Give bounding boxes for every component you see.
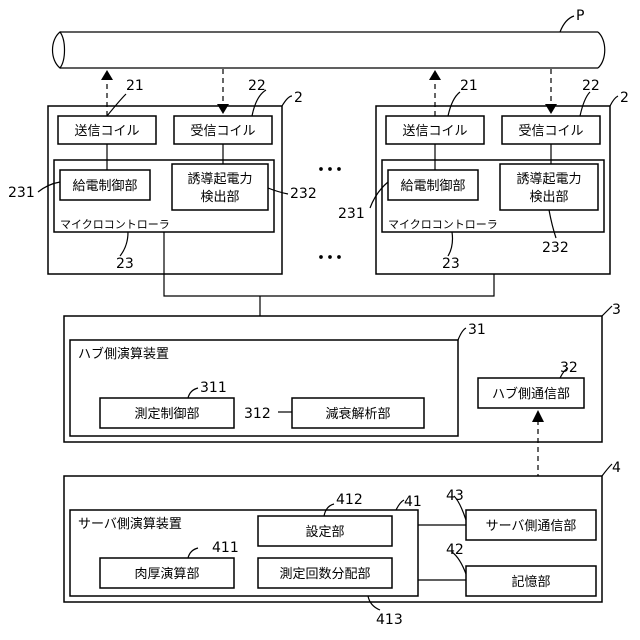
hub-compute-label: ハブ側演算装置 [78, 346, 169, 362]
server-storage-ref: 42 [446, 542, 464, 558]
server-thickness-ref: 411 [212, 540, 239, 556]
sensor-left-ref: 2 [294, 90, 303, 106]
sensor-right-mcu-ref: 23 [442, 256, 460, 272]
sensor-right-tx-coil-ref: 21 [460, 78, 478, 94]
hub-attenuation-ref: 312 [244, 406, 271, 422]
hub-measure-ctrl-ref: 311 [200, 380, 227, 396]
sensor-left-tx-coil-ref: 21 [126, 78, 144, 94]
server-ref: 4 [612, 460, 621, 476]
sensor-left-power-ctrl-label: 給電制御部 [72, 179, 137, 194]
sensor-right-tx-coil-label: 送信コイル [402, 124, 467, 139]
sensor-right-mcu-label: マイクロコントローラ [388, 218, 498, 231]
server-count-alloc-ref: 413 [376, 612, 403, 628]
sensor-left-power-ctrl-ref: 231 [8, 185, 35, 201]
sensor-right-power-ctrl-ref: 231 [338, 206, 365, 222]
pipe [53, 32, 605, 68]
sensor-left-mcu-ref: 23 [116, 256, 134, 272]
sensor-right-rx-coil-label: 受信コイル [518, 124, 583, 139]
sensor-left-mcu-label: マイクロコントローラ [60, 218, 170, 231]
hub-leader [602, 306, 612, 316]
sensor-left-emf-detect-line2: 検出部 [200, 190, 239, 205]
sensor-right-emf-detect-line1: 誘導起電力 [516, 172, 581, 187]
sensor-left-rx-coil-ref: 22 [248, 78, 266, 94]
sensor-right-leader [610, 96, 618, 106]
sensor-right-rx-coil-ref: 22 [582, 78, 600, 94]
server-compute-ref: 41 [404, 494, 422, 510]
server-setting-label: 設定部 [305, 524, 344, 540]
sensor-left-leader [282, 96, 292, 106]
sensor-left-tx-arrow-head [101, 70, 113, 80]
server-compute-label: サーバ側演算装置 [78, 516, 182, 532]
sensor-left-emf-detect-line1: 誘導起電力 [187, 172, 252, 187]
server-comm-label: サーバ側通信部 [486, 519, 577, 534]
server-storage-label: 記憶部 [511, 574, 550, 590]
hub-comm-label: ハブ側通信部 [492, 386, 570, 402]
sensor-right-power-ctrl-label: 給電制御部 [400, 179, 465, 194]
server-thickness-label: 肉厚演算部 [134, 566, 199, 582]
server-comm-ref: 43 [446, 488, 464, 504]
hub-comm-ref: 32 [560, 360, 578, 376]
sensor-right-emf-detect-ref: 232 [542, 240, 569, 256]
server-leader [602, 464, 612, 476]
ellipsis-top: ･･･ [317, 160, 344, 181]
server-count-alloc-label: 測定回数分配部 [279, 567, 370, 582]
sensor-left-emf-detect-ref: 232 [290, 186, 317, 202]
sensor-left-rx-coil-label: 受信コイル [190, 124, 255, 139]
server-setting-ref: 412 [336, 492, 363, 508]
pipe-label-leader [560, 16, 574, 32]
hub-ref: 3 [612, 302, 621, 318]
ellipsis-bottom: ･･･ [317, 248, 344, 269]
hub-measure-ctrl-label: 測定制御部 [134, 407, 199, 422]
pipe-label: P [576, 8, 584, 24]
sensor-right-emf-detect-line2: 検出部 [529, 190, 568, 205]
sensor-right-tx-arrow-head [429, 70, 441, 80]
sensor-left-tx-coil-label: 送信コイル [74, 124, 139, 139]
hub-compute-ref: 31 [468, 322, 486, 338]
sensor-right-ref: 2 [620, 90, 629, 106]
hub-attenuation-label: 減衰解析部 [325, 406, 390, 422]
